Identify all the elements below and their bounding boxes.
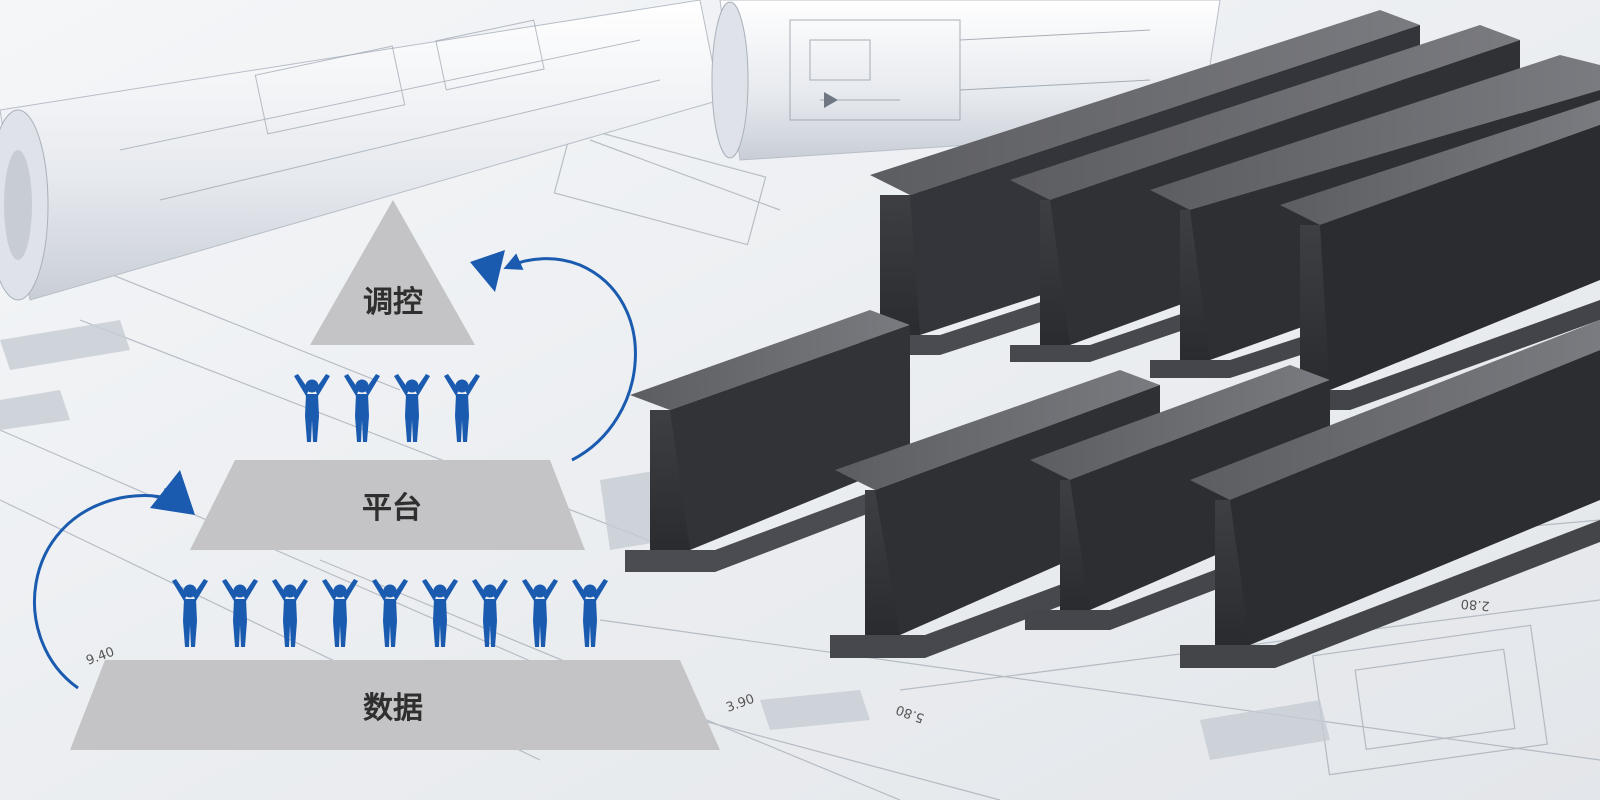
pyramid-tier-top [310,200,475,345]
steel-beam [1025,365,1345,630]
arrowhead-right [470,250,505,292]
pyramid-tier-middle [190,460,585,550]
steel-i-beams [625,10,1600,668]
tier-label-control: 调控 [363,285,423,320]
arrowhead-left [150,470,195,515]
dimension-label-right: 2.80 [1460,595,1490,612]
pyramid: 调控 平台 数据 [70,200,720,750]
steel-beam [625,310,930,572]
pyramid-tier-bottom [70,660,720,750]
curved-arrow-icon [503,253,637,462]
steel-beam [1180,320,1600,668]
curved-arrow-icon [33,487,179,690]
tier-label-data: 数据 [363,691,423,726]
tier-label-platform: 平台 [362,491,422,526]
